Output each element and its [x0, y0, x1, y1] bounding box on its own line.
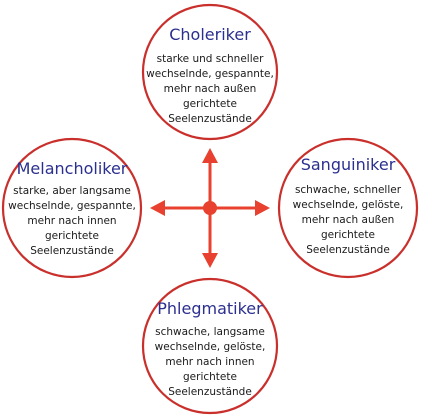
temperament-sanguiniker: Sanguiniker schwache, schneller wechseln…: [277, 137, 419, 279]
arrow-up-icon: [202, 148, 218, 163]
melancholiker-line-1: starke, aber langsame: [13, 185, 131, 197]
melancholiker-line-5: Seelenzustände: [30, 245, 114, 257]
choleriker-line-2: wechselnde, gespannte,: [146, 68, 274, 80]
arrow-left-icon: [150, 200, 165, 216]
choleriker-line-3: mehr nach außen: [164, 83, 257, 95]
temperament-melancholiker: Melancholiker starke, aber langsame wech…: [1, 137, 143, 279]
melancholiker-line-4: gerichtete: [45, 230, 99, 242]
choleriker-circle: [141, 3, 279, 141]
axis-cross: [150, 148, 270, 268]
melancholiker-title: Melancholiker: [17, 159, 128, 178]
arrow-right-icon: [255, 200, 270, 216]
temperament-choleriker: Choleriker starke und schneller wechseln…: [141, 3, 279, 141]
center-dot: [203, 201, 217, 215]
sanguiniker-line-4: gerichtete: [321, 229, 375, 241]
arrow-down-icon: [202, 253, 218, 268]
sanguiniker-line-2: wechselnde, gelöste,: [293, 199, 404, 211]
sanguiniker-title: Sanguiniker: [301, 155, 396, 174]
choleriker-line-4: gerichtete: [183, 98, 237, 110]
melancholiker-line-3: mehr nach innen: [27, 215, 116, 227]
phlegmatiker-line-5: Seelenzustände: [168, 386, 252, 398]
choleriker-title: Choleriker: [169, 25, 251, 44]
phlegmatiker-circle: [141, 277, 279, 415]
phlegmatiker-title: Phlegmatiker: [157, 299, 263, 318]
sanguiniker-line-5: Seelenzustände: [306, 244, 390, 256]
temperament-phlegmatiker: Phlegmatiker schwache, langsame wechseln…: [141, 277, 279, 415]
melancholiker-circle: [1, 137, 143, 279]
phlegmatiker-line-2: wechselnde, gelöste,: [155, 341, 266, 353]
sanguiniker-circle: [277, 137, 419, 279]
phlegmatiker-line-3: mehr nach innen: [165, 356, 254, 368]
sanguiniker-line-3: mehr nach außen: [302, 214, 395, 226]
choleriker-line-5: Seelenzustände: [168, 113, 252, 125]
melancholiker-line-2: wechselnde, gespannte,: [8, 200, 136, 212]
choleriker-line-1: starke und schneller: [157, 53, 264, 65]
sanguiniker-line-1: schwache, schneller: [295, 184, 402, 196]
phlegmatiker-line-1: schwache, langsame: [155, 326, 265, 338]
phlegmatiker-line-4: gerichtete: [183, 371, 237, 383]
